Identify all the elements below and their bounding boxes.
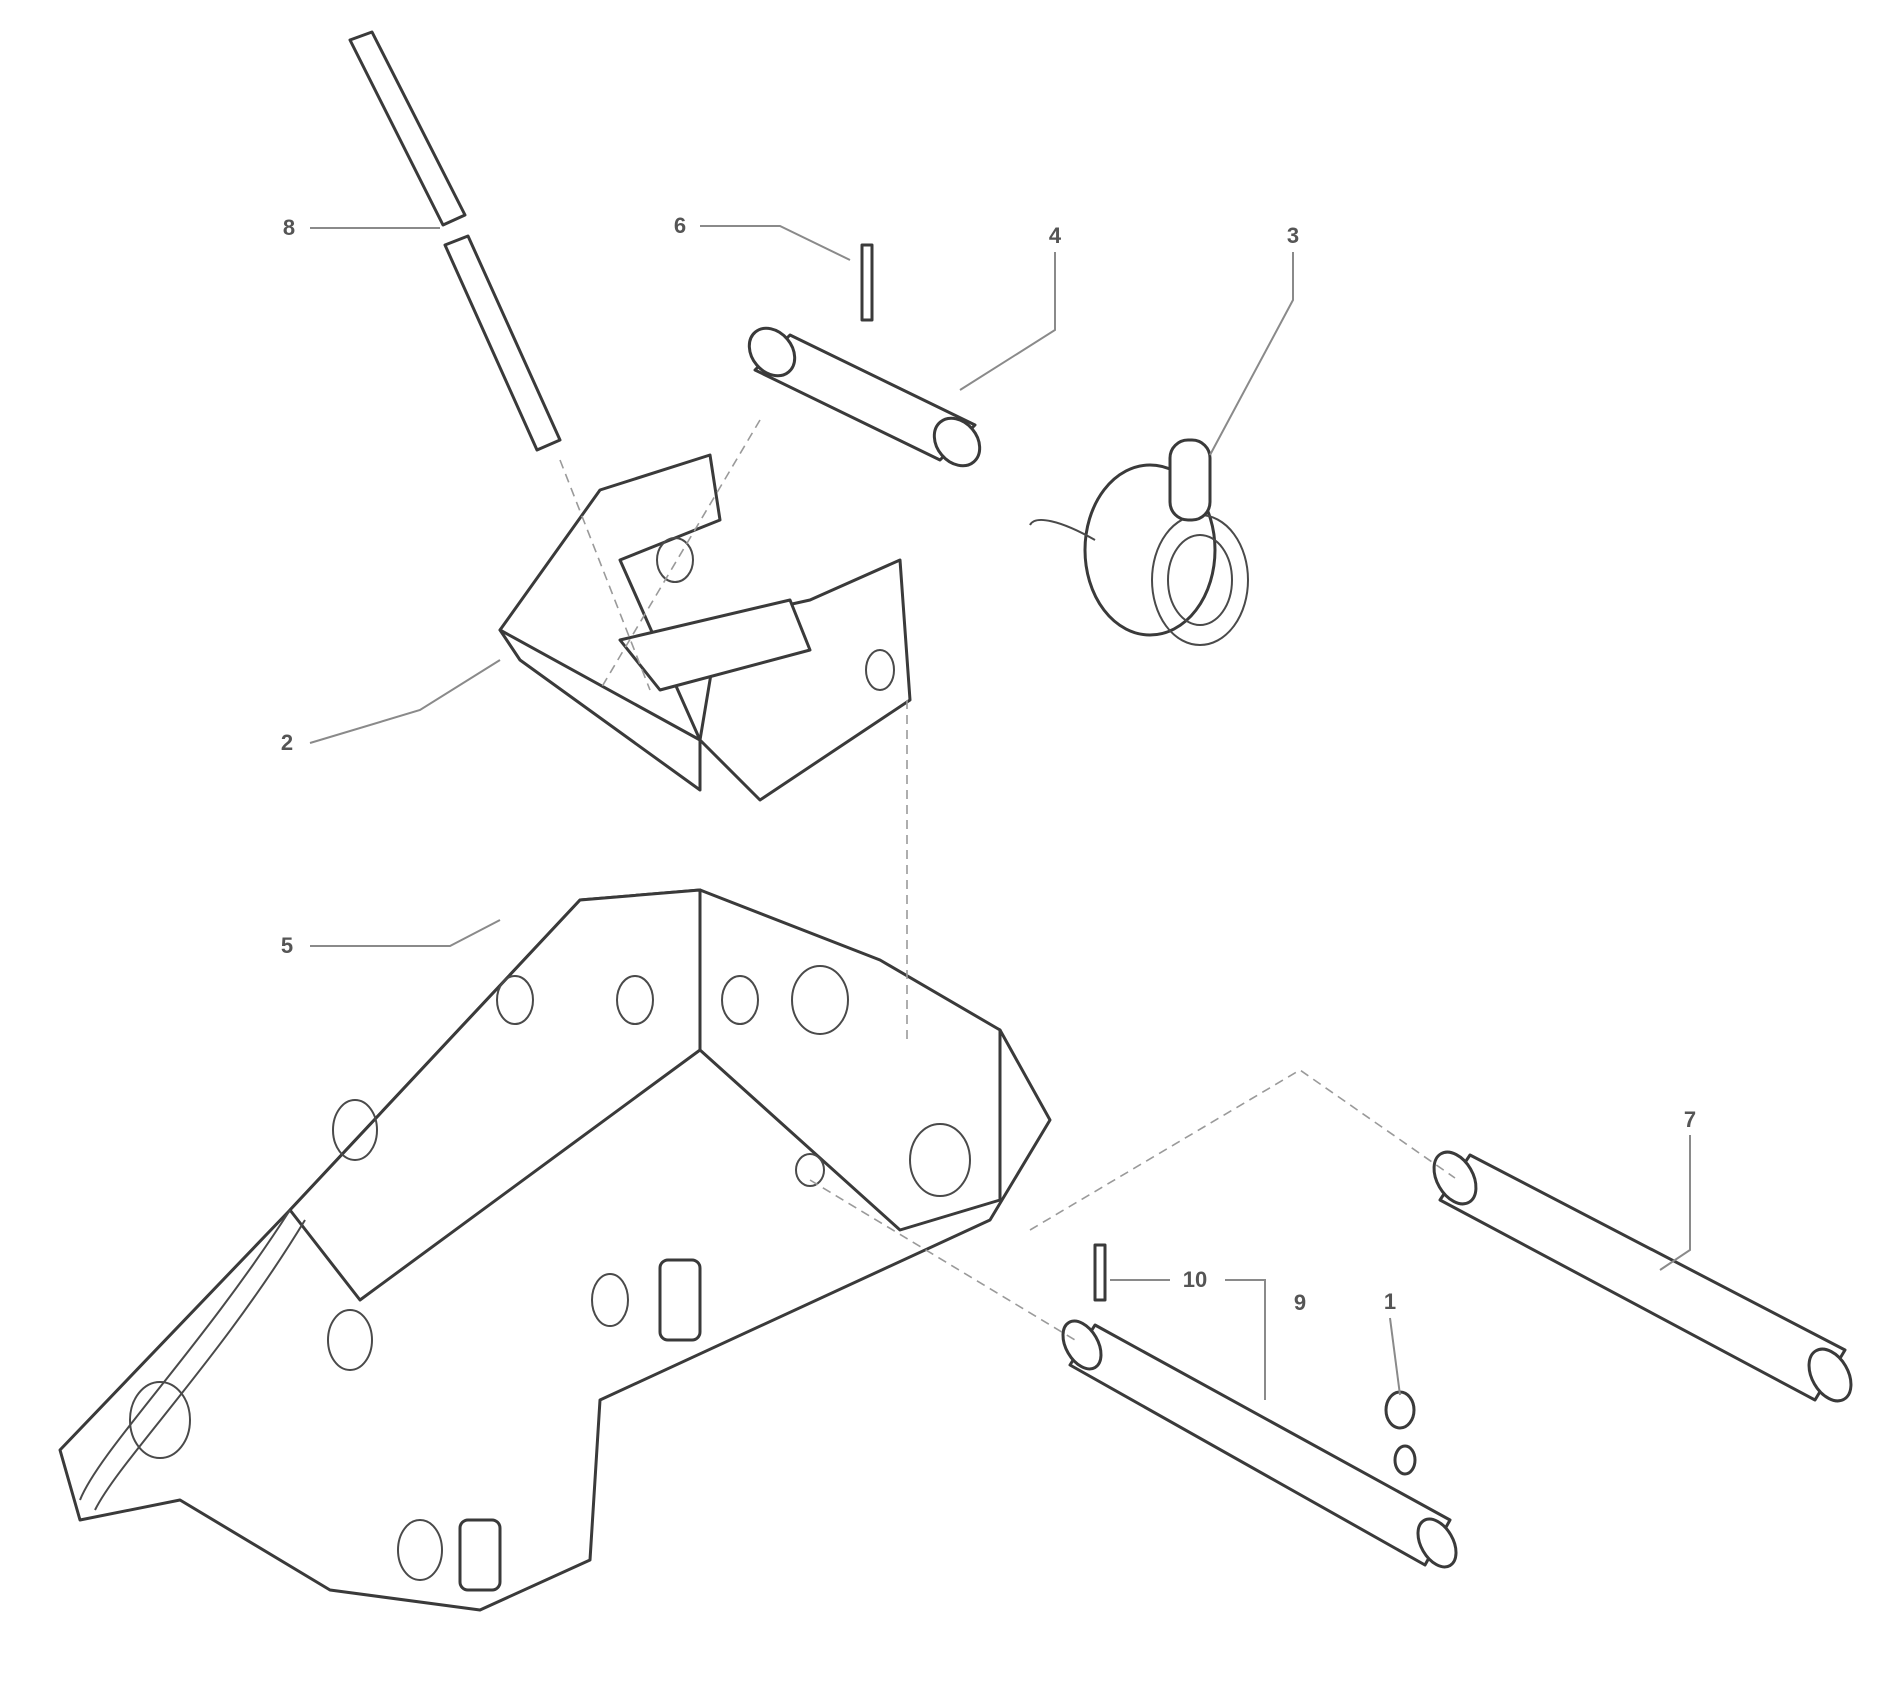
alignment-lines [559,419,1456,1341]
callout-8: 8 [282,215,296,240]
long-pin-7 [1432,1150,1853,1403]
callout-10: 10 [1182,1267,1208,1292]
roll-pin-6 [860,243,874,322]
leader-lines [309,225,1691,1400]
callout-2: 2 [280,730,294,755]
hinge-bracket-5 [58,888,1052,1612]
callout-5: 5 [280,933,294,958]
callout-9: 9 [1293,1290,1307,1315]
rod-pin-8-lower [443,234,562,452]
callout-7: 7 [1683,1107,1697,1132]
callout-1: 1 [1383,1289,1397,1314]
callout-4: 4 [1048,223,1062,248]
clip-1 [1384,1390,1417,1476]
callout-6: 6 [673,213,687,238]
pin-4 [747,326,982,468]
small-pin-10 [1093,1243,1107,1302]
pivot-pin-9 [1061,1319,1458,1569]
rod-pin-8-upper [348,30,467,227]
latch-block-2 [498,453,912,802]
callout-3: 3 [1286,223,1300,248]
torsion-spring-3 [1029,438,1249,646]
